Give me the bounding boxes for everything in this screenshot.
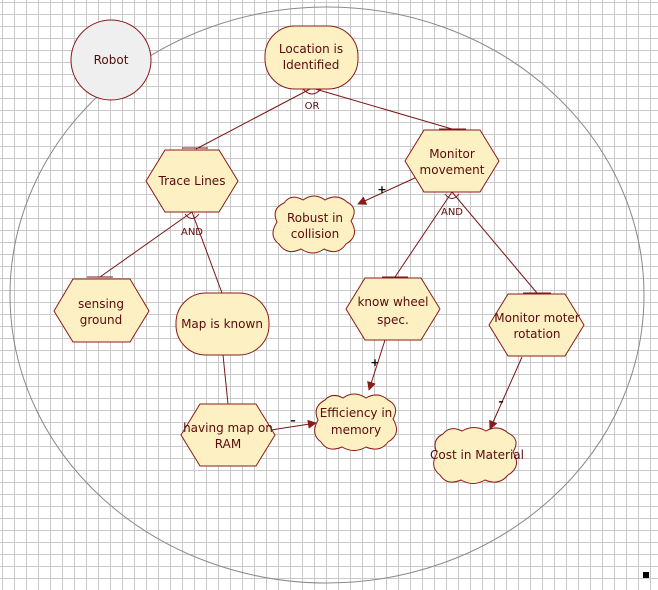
goal-shape <box>175 292 270 356</box>
contrib-wheel-efficiency <box>367 339 386 391</box>
or-link-trace <box>195 87 313 150</box>
actor-label: Robot <box>94 53 129 67</box>
task-label-line-1: having map on <box>183 421 273 435</box>
task-shape <box>180 403 276 467</box>
actor-robot[interactable]: Robot <box>70 19 152 101</box>
or-label: OR <box>305 101 320 112</box>
task-having-map-on-ram[interactable]: having map on RAM <box>180 403 276 467</box>
softgoal-shape <box>433 427 518 484</box>
and-link-wheel <box>394 191 453 278</box>
goal-map-is-known[interactable]: Map is known <box>175 292 270 356</box>
actor-boundary <box>9 6 645 584</box>
contrib-moter-cost <box>489 356 523 430</box>
task-label-line-1: Monitor <box>429 147 475 161</box>
task-label-line-2: spec. <box>377 313 409 327</box>
or-link-monitor <box>311 87 453 130</box>
task-sensing-ground[interactable]: sensing ground <box>53 278 150 343</box>
softgoal-label-line-1: Efficiency in <box>320 406 393 420</box>
task-monitor-movement[interactable]: Monitor movement <box>404 129 500 193</box>
softgoal-label-line-2: memory <box>331 423 381 437</box>
goal-label-line-1: Map is known <box>181 317 263 331</box>
contrib-havingmap-efficiency <box>270 419 317 431</box>
and-arc-monitor <box>444 193 460 199</box>
contrib-label-moter-cost: – <box>498 395 504 408</box>
goal-location-identified[interactable]: Location is Identified <box>264 25 359 90</box>
and-link-mapknown <box>191 211 223 294</box>
contrib-monitor-robust <box>357 176 418 205</box>
task-trace-lines[interactable]: Trace Lines <box>145 149 239 213</box>
task-label-line-2: RAM <box>215 437 241 451</box>
contrib-label-havingmap-efficiency: – <box>290 414 296 427</box>
task-label-line-1: sensing <box>78 297 124 311</box>
and-arc-trace <box>184 213 200 219</box>
and-label-trace: AND <box>181 227 203 238</box>
task-label-line-2: ground <box>80 313 122 327</box>
task-label-line-1: Monitor moter <box>494 311 580 325</box>
softgoal-cost-in-material[interactable]: Cost in Material <box>430 427 524 484</box>
task-label-line-2: movement <box>420 163 485 177</box>
softgoal-robust-in-collision[interactable]: Robust in collision <box>272 195 356 254</box>
softgoal-shape <box>272 195 356 254</box>
goal-shape <box>264 25 359 90</box>
goal-label-line-2: Identified <box>283 58 340 72</box>
task-monitor-moter-rotation[interactable]: Monitor moter rotation <box>488 293 585 357</box>
softgoal-label-line-2: collision <box>291 227 339 241</box>
softgoal-label-line-1: Cost in Material <box>430 448 524 462</box>
softgoal-efficiency-in-memory[interactable]: Efficiency in memory <box>314 393 398 451</box>
and-link-moter <box>451 191 538 294</box>
task-label-line-1: know wheel <box>357 295 428 309</box>
contrib-label-wheel-efficiency: + <box>370 356 379 369</box>
task-shape <box>488 293 585 357</box>
task-shape <box>53 278 150 343</box>
task-shape <box>404 129 500 193</box>
task-know-wheel-spec[interactable]: know wheel spec. <box>345 277 441 341</box>
actor-circle <box>70 19 152 101</box>
or-arc <box>302 88 322 95</box>
task-label-line-1: Trace Lines <box>158 174 226 188</box>
resize-handle[interactable] <box>643 572 649 578</box>
task-shape <box>145 149 239 213</box>
and-link-sensing <box>99 211 193 278</box>
task-shape <box>345 277 441 341</box>
goal-label-line-1: Location is <box>279 42 343 56</box>
and-label-monitor: AND <box>441 207 463 218</box>
link-mapknown-havingmap <box>222 354 229 405</box>
softgoal-label-line-1: Robust in <box>287 211 343 225</box>
task-label-line-2: rotation <box>513 327 560 341</box>
softgoal-shape <box>314 393 398 451</box>
contrib-label-monitor-robust: + <box>377 183 386 196</box>
